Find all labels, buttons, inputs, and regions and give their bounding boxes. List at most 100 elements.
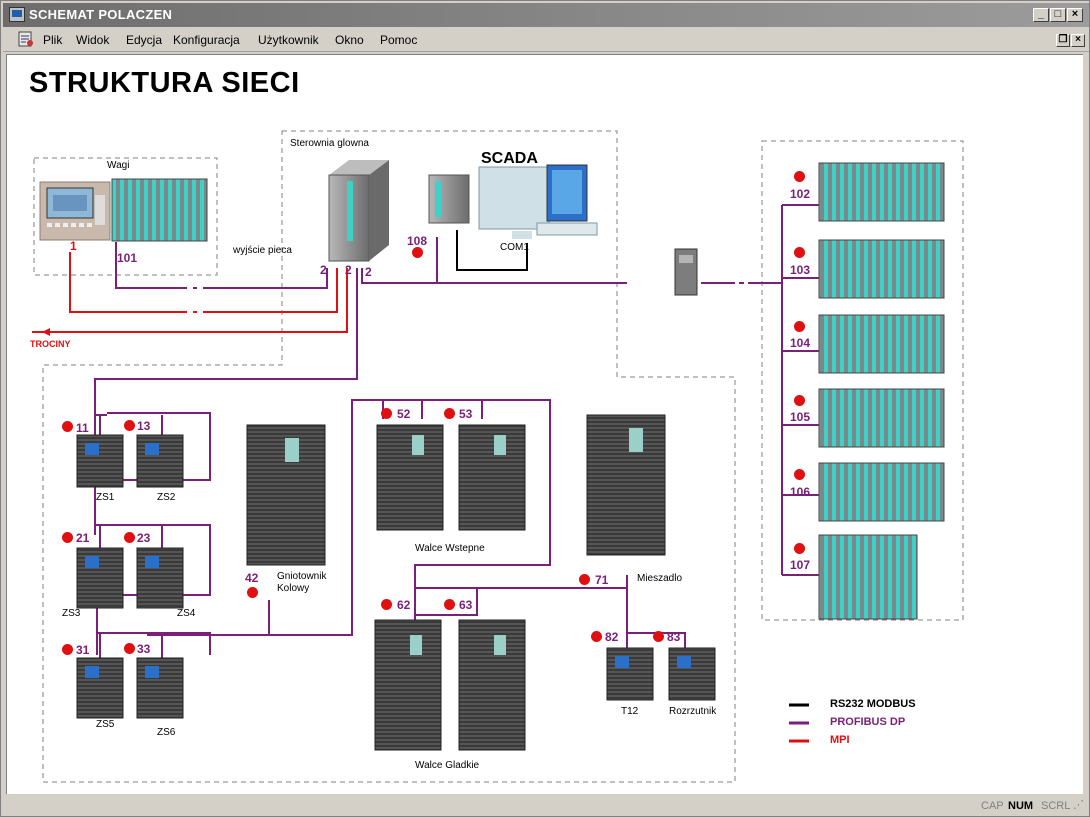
document-icon[interactable] bbox=[17, 31, 35, 48]
legend-mpi: MPI bbox=[830, 734, 850, 746]
legend-rs232: RS232 MODBUS bbox=[830, 698, 916, 710]
status-dot-52 bbox=[381, 408, 392, 419]
menu-okno[interactable]: Okno bbox=[335, 33, 364, 47]
menu-bar: Plik Widok Edycja Konfiguracja Użytkowni… bbox=[3, 28, 1089, 52]
com1-label: COM1 bbox=[500, 242, 529, 253]
status-dot-13 bbox=[124, 420, 135, 431]
status-dot-83 bbox=[653, 631, 664, 642]
status-dot-42 bbox=[247, 587, 258, 598]
mpi-address-1: 1 bbox=[70, 239, 77, 253]
maximize-button[interactable]: □ bbox=[1050, 8, 1066, 22]
address-107: 107 bbox=[790, 558, 811, 572]
address-102: 102 bbox=[790, 187, 811, 201]
address-101: 101 bbox=[117, 251, 138, 265]
address-31: 31 bbox=[76, 643, 90, 657]
status-dot-31 bbox=[62, 644, 73, 655]
status-dot-108 bbox=[412, 247, 423, 258]
sterownia-label: Sterownia glowna bbox=[290, 138, 369, 149]
status-dot-102 bbox=[794, 171, 805, 182]
menu-uzytkownik[interactable]: Użytkownik bbox=[258, 33, 319, 47]
remote-io-zone bbox=[761, 140, 964, 621]
address-106: 106 bbox=[790, 485, 811, 499]
diagram-title: STRUKTURA SIECI bbox=[29, 67, 300, 99]
num-indicator: NUM bbox=[1008, 800, 1034, 812]
address-21: 21 bbox=[76, 531, 90, 545]
scada-pc bbox=[478, 164, 598, 239]
repeater bbox=[674, 248, 698, 296]
title-bar[interactable]: SCHEMAT POLACZEN _ □ × bbox=[3, 3, 1089, 27]
address-62: 62 bbox=[397, 598, 411, 612]
window-title: SCHEMAT POLACZEN bbox=[29, 7, 173, 22]
diagram-graphics bbox=[32, 130, 964, 783]
menu-pomoc[interactable]: Pomoc bbox=[380, 33, 418, 47]
address-2a: 2 bbox=[320, 263, 327, 277]
kolowy-label: Kolowy bbox=[277, 583, 310, 594]
status-dot-33 bbox=[124, 643, 135, 654]
main-plc bbox=[328, 160, 389, 262]
status-dot-82 bbox=[591, 631, 602, 642]
gniotownik-label: Gniotownik bbox=[277, 571, 327, 582]
address-108: 108 bbox=[407, 234, 428, 248]
small-drives bbox=[76, 434, 716, 719]
t12-label: T12 bbox=[621, 706, 639, 717]
address-104: 104 bbox=[790, 336, 811, 350]
large-drives bbox=[246, 414, 666, 751]
minimize-button[interactable]: _ bbox=[1033, 8, 1049, 22]
address-23: 23 bbox=[137, 531, 151, 545]
legend-profibus: PROFIBUS DP bbox=[830, 716, 906, 728]
walce-gladkie-label: Walce Gladkie bbox=[415, 760, 480, 771]
address-52: 52 bbox=[397, 407, 411, 421]
zs1-label: ZS1 bbox=[96, 492, 115, 503]
status-dot-104 bbox=[794, 321, 805, 332]
main-zone bbox=[42, 130, 736, 783]
mdi-restore-button[interactable]: ❐ bbox=[1056, 34, 1070, 47]
status-dot-62 bbox=[381, 599, 392, 610]
app-icon[interactable] bbox=[9, 7, 25, 22]
address-13: 13 bbox=[137, 419, 151, 433]
address-103: 103 bbox=[790, 263, 811, 277]
zs3-label: ZS3 bbox=[62, 608, 81, 619]
address-42: 42 bbox=[245, 571, 259, 585]
menu-widok[interactable]: Widok bbox=[76, 33, 110, 47]
address-2c: 2 bbox=[365, 265, 372, 279]
address-83: 83 bbox=[667, 630, 681, 644]
address-82: 82 bbox=[605, 630, 619, 644]
menu-konfiguracja[interactable]: Konfiguracja bbox=[173, 33, 240, 47]
status-dot-11 bbox=[62, 421, 73, 432]
address-63: 63 bbox=[459, 598, 473, 612]
address-53: 53 bbox=[459, 407, 473, 421]
status-dot-106 bbox=[794, 469, 805, 480]
status-dot-23 bbox=[124, 532, 135, 543]
remote-io-racks bbox=[818, 162, 945, 620]
hmi-panel bbox=[39, 181, 111, 241]
close-button[interactable]: × bbox=[1067, 8, 1083, 22]
status-bar: CAP NUM SCRL ⋰ bbox=[3, 796, 1089, 816]
wyjscie-pieca-label: wyjście pieca bbox=[233, 245, 292, 256]
status-dot-53 bbox=[444, 408, 455, 419]
zs6-label: ZS6 bbox=[157, 727, 176, 738]
address-2b: 2 bbox=[345, 263, 352, 277]
address-11: 11 bbox=[76, 421, 89, 435]
zs2-label: ZS2 bbox=[157, 492, 176, 503]
zs5-label: ZS5 bbox=[96, 719, 115, 730]
trociny-label: TROCINY bbox=[30, 339, 71, 349]
walce-wstepne-label: Walce Wstepne bbox=[415, 543, 485, 554]
menu-plik[interactable]: Plik bbox=[43, 33, 63, 47]
resize-grip-icon[interactable]: ⋰ bbox=[1073, 799, 1084, 811]
mieszadlo-label: Mieszadlo bbox=[637, 573, 683, 584]
status-dot-63 bbox=[444, 599, 455, 610]
menu-edycja[interactable]: Edycja bbox=[126, 33, 163, 47]
status-dot-105 bbox=[794, 395, 805, 406]
status-dot-21 bbox=[62, 532, 73, 543]
status-dot-103 bbox=[794, 247, 805, 258]
mdi-close-button[interactable]: × bbox=[1071, 34, 1085, 47]
address-105: 105 bbox=[790, 410, 811, 424]
cap-indicator: CAP bbox=[981, 800, 1004, 812]
wagi-label: Wagi bbox=[107, 160, 130, 171]
zs4-label: ZS4 bbox=[177, 608, 196, 619]
wagi-zone bbox=[33, 157, 218, 276]
address-71: 71 bbox=[595, 573, 609, 587]
address-33: 33 bbox=[137, 642, 151, 656]
cp-module bbox=[428, 174, 470, 224]
